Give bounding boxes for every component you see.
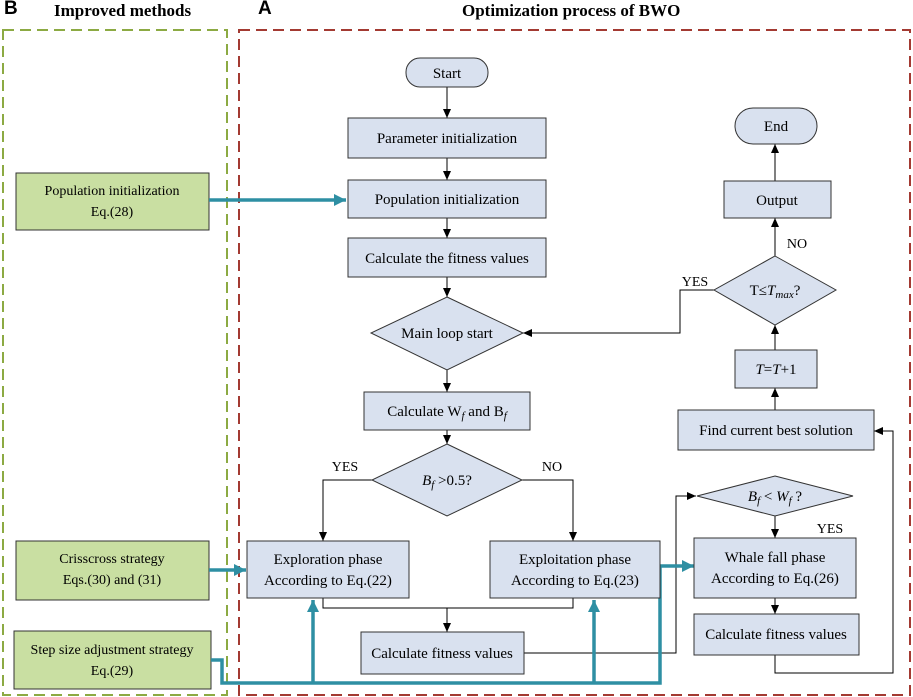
left-box-step-line1: Step size adjustment strategy [31,643,194,658]
calculate-wf-bf-box: Calculate Wf and Bf [363,391,531,431]
left-box-pop-line1: Population initialization [45,184,180,199]
bf-threshold-label: Bf >0.5? [422,473,472,491]
t-update-label: T=T+1 [755,362,796,378]
edge-label-yes-whale-fall: YES [817,522,843,537]
exploration-line2: According to Eq.(22) [264,573,392,589]
bf-wf-decision: Bf < Wf ? [696,475,854,517]
bf-wf-label: Bf < Wf ? [748,489,803,507]
exploration-phase-box: Exploration phase According to Eq.(22) [246,540,410,599]
calculate-fitness-values-box: Calculate fitness values [360,631,525,675]
exploitation-phase-box: Exploitation phase According to Eq.(23) [489,540,661,599]
population-initialization-box: Population initialization [347,179,547,219]
start-terminal: Start [405,57,489,88]
exploration-line1: Exploration phase [274,552,383,568]
left-box-population-initialization: Population initialization Eq.(28) [15,172,210,231]
panel-label-a: A [258,0,272,19]
optimization-header: Optimization process of BWO [462,1,681,20]
find-current-best-label: Find current best solution [699,423,853,439]
whale-fall-line2: According to Eq.(26) [711,571,839,587]
find-current-best-box: Find current best solution [677,409,875,451]
start-label: Start [433,66,462,82]
bf-threshold-decision: Bf >0.5? [370,443,524,517]
parameter-initialization-label: Parameter initialization [377,131,518,147]
edge-label-yes-exploration: YES [332,460,358,475]
t-max-decision: T≤Tmax? [712,255,838,326]
exploitation-line2: According to Eq.(23) [511,573,639,589]
output-box: Output [723,180,832,219]
whale-fall-line1: Whale fall phase [725,550,826,566]
left-box-step-size-adjustment: Step size adjustment strategy Eq.(29) [13,630,212,690]
calculate-fitness-box: Calculate the fitness values [347,237,547,278]
edge-label-no-output: NO [787,237,807,252]
end-label: End [764,119,789,135]
improved-methods-panel [2,29,228,696]
whale-fall-phase-box: Whale fall phase According to Eq.(26) [693,537,857,599]
t-update-box: T=T+1 [734,349,818,389]
end-terminal: End [734,107,818,145]
main-loop-decision: Main loop start [369,296,525,371]
population-initialization-label: Population initialization [375,192,520,208]
left-box-crisscross-strategy: Crisscross strategy Eqs.(30) and (31) [15,540,210,601]
optimization-panel [238,29,911,696]
left-box-criss-line2: Eqs.(30) and (31) [63,573,162,588]
calculate-fitness-values-label: Calculate fitness values [371,646,513,662]
left-box-criss-line1: Crisscross strategy [59,552,164,567]
improved-methods-header: Improved methods [54,1,192,20]
t-max-label: T≤Tmax? [750,283,801,301]
left-box-step-line2: Eq.(29) [91,664,134,679]
calculate-fitness-label: Calculate the fitness values [365,251,529,267]
exploitation-line1: Exploitation phase [519,552,631,568]
calculate-fitness-values-right-label: Calculate fitness values [705,627,847,643]
edge-label-no-exploitation: NO [542,460,562,475]
left-box-pop-line2: Eq.(28) [91,205,134,220]
panel-label-b: B [4,0,18,19]
output-label: Output [756,193,799,209]
calculate-wf-bf-label: Calculate Wf and Bf [387,404,509,422]
calculate-fitness-values-right-box: Calculate fitness values [693,613,860,656]
main-loop-label: Main loop start [401,326,493,342]
parameter-initialization-box: Parameter initialization [347,117,547,159]
edge-label-yes-loop: YES [682,275,708,290]
